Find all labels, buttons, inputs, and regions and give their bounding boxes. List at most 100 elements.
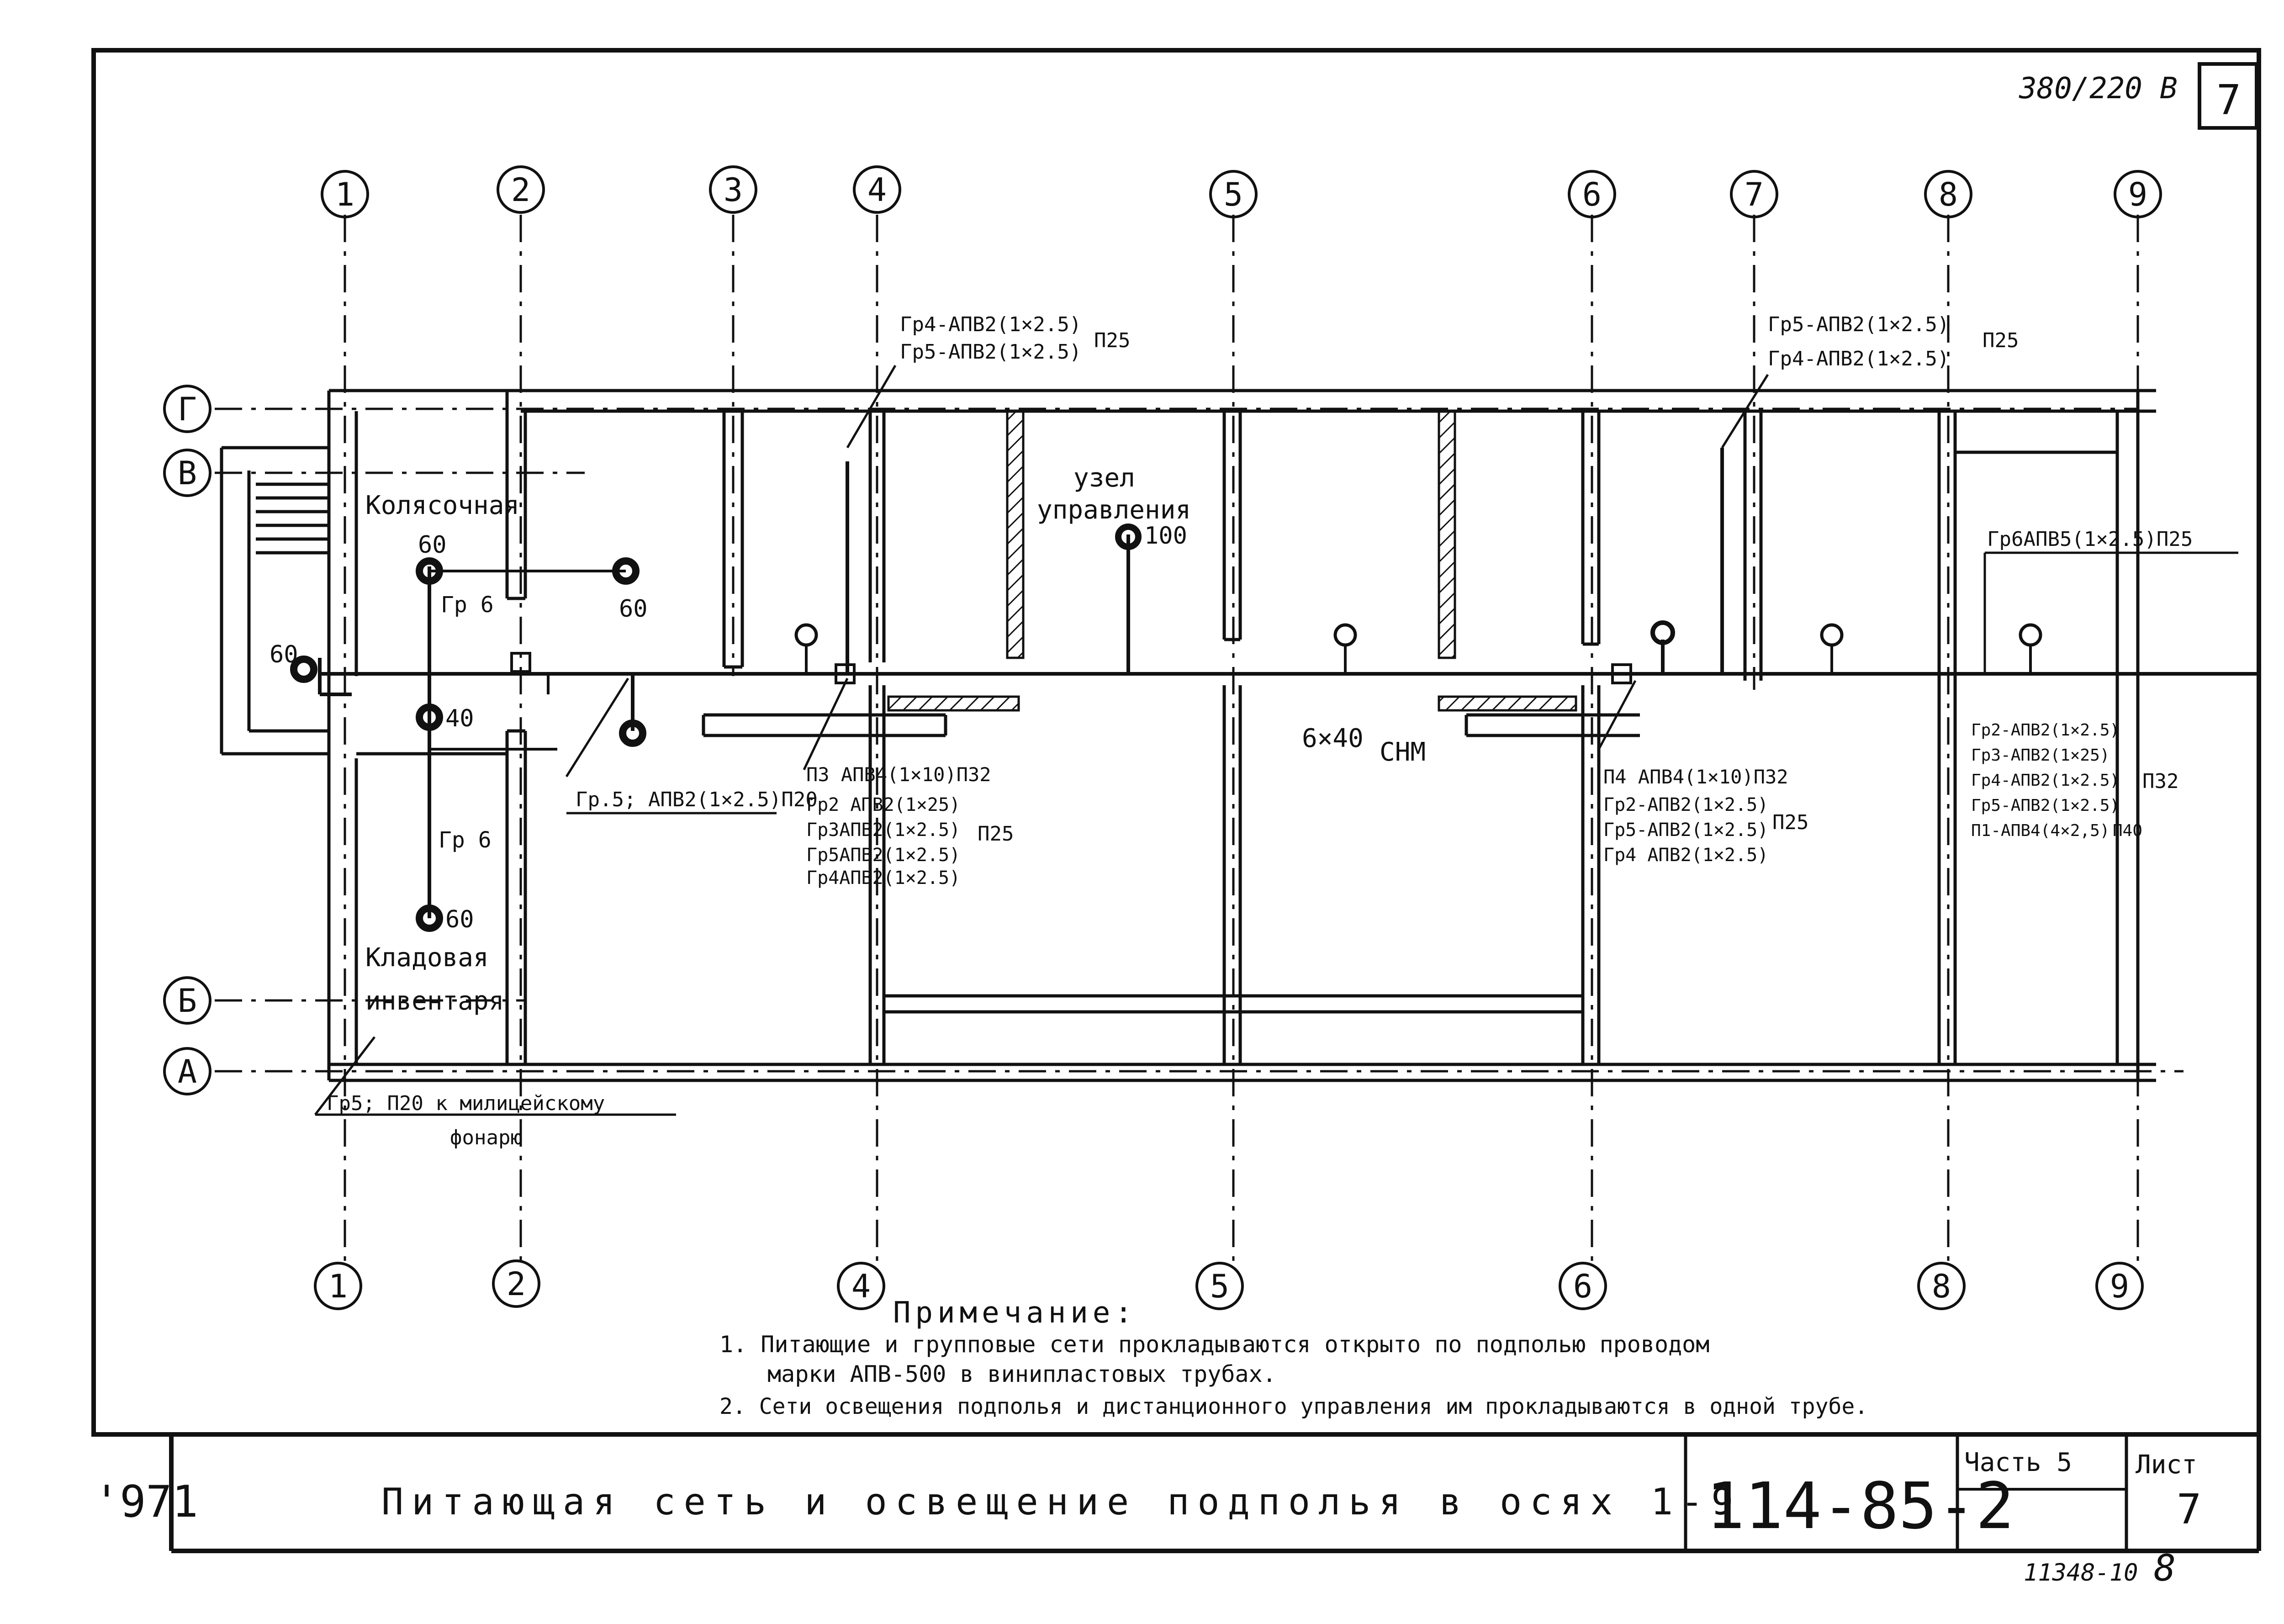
notes-block: Примечание: 1. Питающие и групповые сети… (719, 1296, 1868, 1419)
axis-bubble-8: 8 (1924, 170, 1972, 218)
axis-bubble-3: 3 (709, 165, 757, 214)
note-2: 2. Сети освещения подполья и дистанционн… (719, 1394, 1868, 1419)
lamp-label: 60 (418, 531, 447, 559)
axis-number: 8 (1932, 1268, 1951, 1305)
archive-stamp: 11348-10 (2024, 1559, 2138, 1587)
sheet-frame (91, 48, 2261, 1553)
callout-line: Гр5АПВ2(1×2.5) (806, 845, 960, 866)
page-number: 8 (2154, 1547, 2176, 1589)
lamp-label: 60 (445, 906, 474, 933)
pendant-lamp (1650, 620, 1675, 645)
axis-letter: В (178, 455, 197, 492)
callout-head: П3 АПВ4(1×10)П32 (806, 763, 991, 786)
document-code: 114-85-2 (1706, 1469, 2014, 1544)
axis-bubble-bottom-4: 4 (837, 1262, 885, 1310)
callout-line: Гр5-АПВ2(1×2.5) (1603, 820, 1768, 841)
callout-mid-right: П4 АПВ4(1×10)П32 Гр2-АПВ2(1×2.5) Гр5-АПВ… (1603, 766, 1808, 866)
axis-number: 9 (2128, 176, 2147, 213)
axis-bubble-G: Г (163, 385, 211, 433)
sheet-label: Лист (2136, 1450, 2197, 1480)
lamp-label: 60 (619, 595, 648, 623)
shm-unit: СНМ (1380, 737, 1426, 767)
callout-line: Гр5-АПВ2(1×2.5) (1971, 796, 2120, 815)
axis-bubble-bottom-1: 1 (314, 1262, 362, 1310)
axis-bubble-9: 9 (2114, 170, 2162, 218)
notes-heading: Примечание: (893, 1296, 1137, 1330)
lamp-40 (416, 704, 443, 731)
callout-pipe: П40 (2113, 821, 2142, 840)
drawing-title: Питающая сеть и освещение подполья в ося… (381, 1481, 1741, 1523)
part-label: Часть 5 (1964, 1448, 2072, 1477)
room-label-storage-2: инвентаря (365, 986, 504, 1016)
hatched-partition (1006, 410, 1025, 659)
callout-head: П4 АПВ4(1×10)П32 (1603, 766, 1788, 788)
axis-number: 5 (1224, 176, 1243, 213)
axis-bubble-5: 5 (1209, 170, 1258, 218)
axis-bubble-bottom-6: 6 (1559, 1262, 1607, 1310)
axis-bubble-V: В (163, 449, 211, 497)
axis-number: 8 (1939, 176, 1958, 213)
main-wiring-run (318, 448, 2259, 918)
axis-bubble-bottom-9: 9 (2095, 1262, 2144, 1310)
axis-number: 4 (851, 1268, 871, 1305)
callout-line: Гр5; П20 к милицейскому (327, 1092, 605, 1115)
axis-number: 6 (1582, 176, 1602, 213)
axis-number: 9 (2110, 1268, 2129, 1305)
axis-number: 2 (507, 1265, 526, 1303)
walls (220, 389, 2156, 1082)
callout-top-right: Гр5-АПВ2(1×2.5) Гр4-АПВ2(1×2.5) П25 (1768, 313, 2019, 370)
axis-letter: Б (178, 982, 197, 1020)
callout-police-lantern: Гр5; П20 к милицейскому фонарю (327, 1092, 605, 1149)
leader-lines (314, 365, 2238, 1116)
group-label: Гр 6 (439, 827, 492, 853)
callout-line: Гр5-АПВ2(1×2.5) (1768, 313, 1949, 336)
corner-sheet-number: 7 (2216, 76, 2241, 124)
voltage-label: 380/220 В (2019, 72, 2178, 106)
lamp-100 (1115, 524, 1142, 550)
room-label-stroller: Колясочная (365, 491, 519, 520)
left-code: '971 (94, 1477, 198, 1527)
axis-bubble-7: 7 (1730, 170, 1778, 218)
pendant-lamp (1333, 623, 1357, 674)
lamp-60-d (416, 905, 443, 932)
callout-line: Гр5-АПВ2(1×2.5) (900, 340, 1081, 364)
room-label-control-1: узел (1073, 463, 1135, 493)
junction-box (510, 652, 531, 673)
lamp-60-a (416, 557, 443, 585)
callout-line: Гр4-АПВ2(1×2.5) (1768, 347, 1949, 370)
axis-number: 5 (1210, 1268, 1229, 1305)
callout-line: Гр3-АПВ2(1×25) (1971, 746, 2110, 765)
axis-number: 1 (335, 176, 354, 213)
axis-number: 2 (511, 171, 530, 209)
axis-number: 3 (724, 171, 743, 209)
callout-pipe: П25 (1772, 811, 1808, 834)
axis-bubble-bottom-8: 8 (1917, 1262, 1966, 1310)
axis-bubble-B: Б (163, 976, 211, 1025)
callout-line: Гр3АПВ2(1×2.5) (806, 820, 960, 841)
axis-letter: Г (178, 391, 197, 428)
callout-top-left: Гр4-АПВ2(1×2.5) Гр5-АПВ2(1×2.5) П25 (900, 313, 1130, 364)
pendant-lamp (1820, 623, 1844, 674)
note-1b: марки АПВ-500 в винипластовых трубах. (767, 1361, 1276, 1387)
lamp-label: 100 (1144, 522, 1187, 550)
hatched-partition (887, 695, 1020, 712)
axis-number: 7 (1745, 176, 1764, 213)
callout-pipe: П25 (978, 822, 1014, 846)
callout-line: Гр2-АПВ2(1×2.5) (1603, 794, 1768, 815)
junction-box (1611, 663, 1632, 684)
callout-pipe: П32 (2142, 770, 2178, 793)
lamp-gr5 (619, 719, 646, 747)
hatched-partition (1438, 410, 1456, 659)
note-1a: 1. Питающие и групповые сети прокладываю… (719, 1331, 1709, 1358)
axis-number: 4 (867, 171, 887, 209)
lamp-60-c (290, 656, 317, 683)
callout-pipe: П25 (1983, 329, 2019, 352)
axis-bubble-4: 4 (853, 165, 901, 214)
lamp-label: 60 (270, 641, 298, 668)
callout-line: Гр4-АПВ2(1×2.5) (1971, 771, 2120, 790)
callout-mid-left: П3 АПВ4(1×10)П32 Гр2 АПВ2(1×25) Гр3АПВ2(… (806, 763, 1014, 889)
pendant-lamp (794, 623, 818, 674)
axis-bubble-bottom-2: 2 (492, 1259, 540, 1308)
hatched-partition (1438, 695, 1577, 712)
